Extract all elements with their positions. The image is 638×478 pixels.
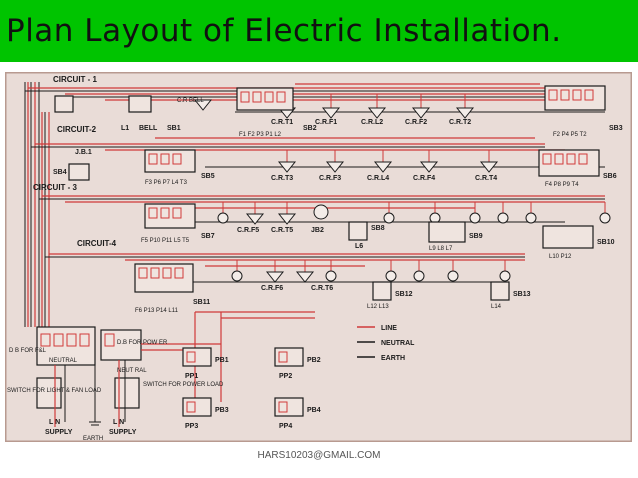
sb10-label: SB10 — [597, 239, 615, 246]
sb9-points-label: L9 L8 L7 — [429, 246, 453, 252]
crf2-label: C.R.F2 — [405, 119, 427, 126]
crf3-label: C.R.F3 — [319, 175, 341, 182]
bell-label: BELL — [139, 125, 158, 132]
crf1-label: C.R.F1 — [315, 119, 337, 126]
circuit-3-label: CIRCUIT - 3 — [33, 183, 78, 192]
sb3-points-label: F2 P4 P5 T2 — [553, 132, 587, 138]
legend-earth: EARTH — [381, 355, 405, 362]
pb1-label: PB1 — [215, 357, 229, 364]
sb9-label: SB9 — [469, 233, 483, 240]
circuit-2-label: CIRCUIT-2 — [57, 125, 97, 134]
legend-neutral: NEUTRAL — [381, 340, 415, 347]
wiring-diagram: CIRCUIT - 1 CIRCUIT-2 CIRCUIT - 3 CIRCUI… — [5, 72, 632, 442]
slide-title: Plan Layout of Electric Installation. — [0, 0, 638, 62]
switch-power-label: SWITCH FOR POWER LOAD — [143, 382, 224, 388]
sb6-label: SB6 — [603, 173, 617, 180]
pp4-label: PP4 — [279, 423, 292, 430]
sb5-points-label: F3 P6 P7 L4 T3 — [145, 180, 188, 186]
supply-ln-2: L N — [113, 419, 124, 426]
jb2-label: JB2 — [311, 227, 324, 234]
footer-email: HARS10203@GMAIL.COM — [257, 450, 381, 461]
sb7-label: SB7 — [201, 233, 215, 240]
crt3-label: C.R.T3 — [271, 175, 293, 182]
sb7-points-label: F5 P10 P11 L5 T5 — [141, 238, 190, 244]
crt2-label: C.R.T2 — [449, 119, 471, 126]
sb3-label: SB3 — [609, 125, 623, 132]
crt5-label: C.R.T5 — [271, 227, 293, 234]
l1-label: L1 — [121, 125, 129, 132]
sb8-label: SB8 — [371, 225, 385, 232]
crt6-label: C.R.T6 — [311, 285, 333, 292]
sb11-points-label: F6 P13 P14 L11 — [135, 308, 179, 314]
sb11-label: SB11 — [193, 299, 210, 306]
db-neutral-label: NEUTRAL — [49, 358, 78, 364]
legend-line: LINE — [381, 325, 397, 332]
sb13-label: SB13 — [513, 291, 531, 298]
pb4-label: PB4 — [307, 407, 321, 414]
sb13-points-label: L14 — [491, 304, 502, 310]
circuit-4-label: CIRCUIT-4 — [77, 239, 117, 248]
db-power-label: D.B FOR POW ER — [117, 340, 168, 346]
sb2-label: SB2 — [303, 125, 317, 132]
supply-ln-1: L N — [49, 419, 60, 426]
pp1-label: PP1 — [185, 373, 198, 380]
crf6-label: C.R.F6 — [261, 285, 283, 292]
cr-bell-label: C.R BELL — [177, 98, 204, 104]
sb4-label: SB4 — [53, 169, 67, 176]
crl4-label: C.R.L4 — [367, 175, 389, 182]
db-power-neutral-label: NEUT RAL — [117, 368, 147, 374]
crl2-label: C.R.L2 — [361, 119, 383, 126]
earth-label: EARTH — [83, 436, 103, 442]
crf4-label: C.R.F4 — [413, 175, 435, 182]
sb5-label: SB5 — [201, 173, 215, 180]
circuit-1-label: CIRCUIT - 1 — [53, 75, 98, 84]
crt4-label: C.R.T4 — [475, 175, 497, 182]
wiring-diagram-photo: CIRCUIT - 1 CIRCUIT-2 CIRCUIT - 3 CIRCUI… — [5, 72, 632, 442]
supply-label-2: SUPPLY — [109, 429, 137, 436]
crf5-label: C.R.F5 — [237, 227, 259, 234]
pb3-label: PB3 — [215, 407, 229, 414]
sb10-points-label: L10 P12 — [549, 254, 572, 260]
sb12-points-label: L12 L13 — [367, 304, 389, 310]
pp2-label: PP2 — [279, 373, 292, 380]
sb2-points-label: F1 F2 P3 P1 L2 — [239, 132, 282, 138]
l6-label: L6 — [355, 243, 363, 250]
crt1-label: C.R.T1 — [271, 119, 293, 126]
sb6-points-label: F4 P8 P9 T4 — [545, 182, 579, 188]
supply-label-1: SUPPLY — [45, 429, 73, 436]
db-fl-label: D B FOR F&L — [9, 348, 47, 354]
pp3-label: PP3 — [185, 423, 198, 430]
pb2-label: PB2 — [307, 357, 321, 364]
switch-light-label: SWITCH FOR LIGHT & FAN LOAD — [7, 388, 102, 394]
jb1-label: J.B.1 — [75, 149, 92, 156]
sb12-label: SB12 — [395, 291, 413, 298]
sb1-label: SB1 — [167, 125, 181, 132]
